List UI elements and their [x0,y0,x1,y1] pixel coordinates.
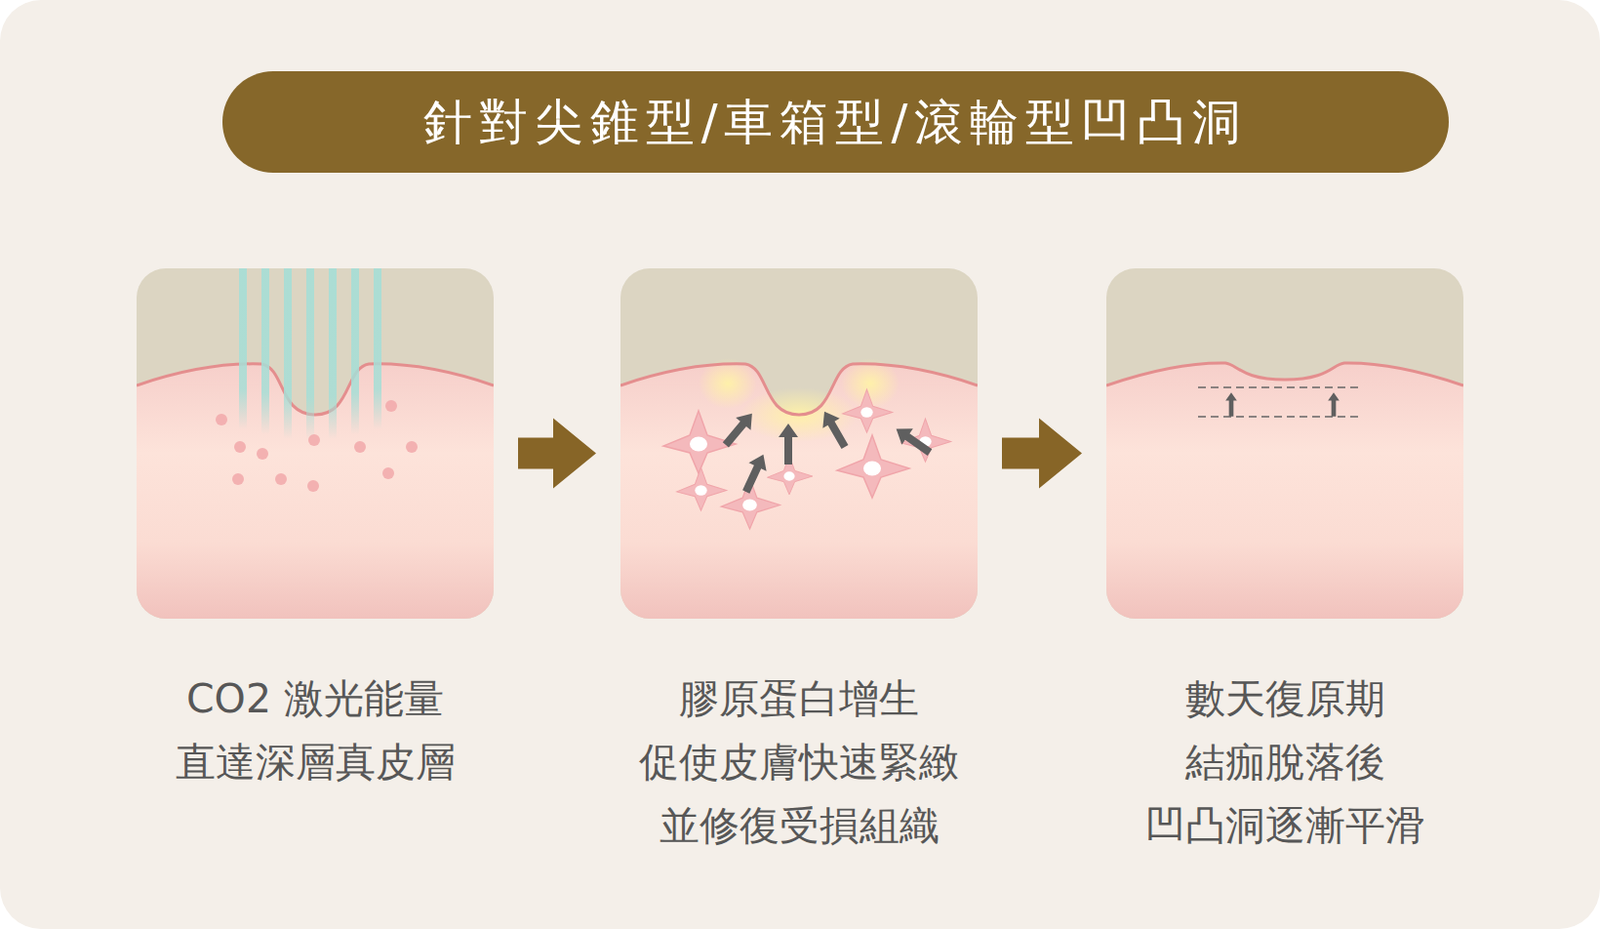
skin-panel: CO2 激光能量 直達深層真皮層 [136,268,494,619]
step-caption: CO2 激光能量 直達深層真皮層 [175,667,456,795]
step-caption: 數天復原期 結痂脫落後 凹凸洞逐漸平滑 [1145,667,1426,858]
laser-panel [136,268,494,619]
skin-panel: 膠原蛋白增生 促使皮膚快速緊緻 並修復受損組織 [620,268,978,619]
title-text: 針對尖錐型/車箱型/滾輪型凹凸洞 [423,89,1249,156]
skin-panel: 數天復原期 結痂脫落後 凹凸洞逐漸平滑 [1106,268,1464,619]
title-banner: 針對尖錐型/車箱型/滾輪型凹凸洞 [222,71,1449,173]
collagen-panel [620,268,978,619]
flow-arrow [1001,418,1082,489]
flow-arrow [518,418,597,489]
healed-panel [1106,268,1464,619]
step-caption: 膠原蛋白增生 促使皮膚快速緊緻 並修復受損組織 [639,667,960,858]
